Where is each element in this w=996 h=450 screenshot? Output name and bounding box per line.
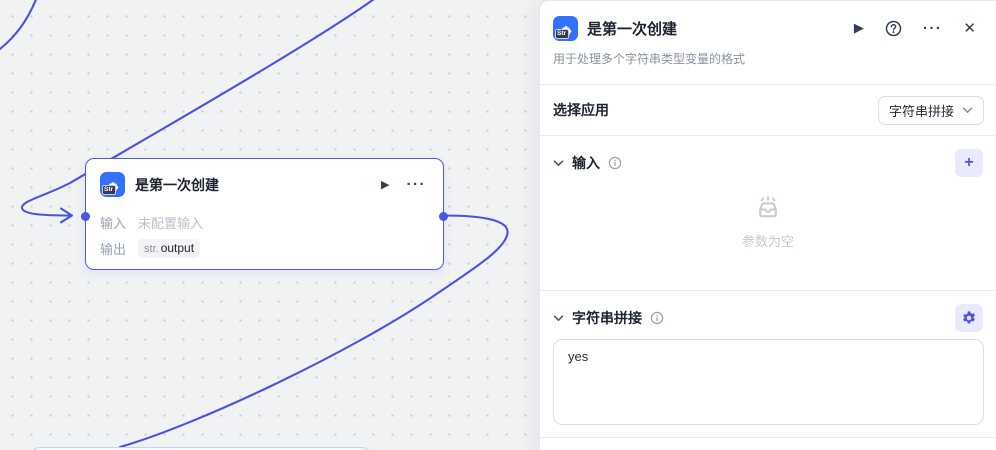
plugin-str-badge: Str — [101, 185, 116, 195]
node-output-row: 输出 str. output — [86, 239, 443, 258]
connection-edges — [0, 0, 509, 449]
concat-value-textarea[interactable]: yes — [553, 339, 984, 425]
plus-icon: + — [964, 154, 974, 171]
gear-icon — [963, 311, 975, 324]
edge-incoming-arrowhead — [59, 207, 74, 224]
panel-subtitle: 用于处理多个字符串类型变量的格式 — [553, 52, 746, 66]
node-input-label: 输入 — [100, 216, 127, 231]
edge-incoming — [20, 0, 375, 217]
node-output-port[interactable] — [439, 212, 448, 221]
close-icon: ✕ — [963, 19, 976, 37]
input-section-title: 输入 — [572, 155, 600, 171]
node-title: 是第一次创建 — [135, 176, 219, 193]
edge-outgoing — [118, 214, 509, 449]
chevron-down-icon — [962, 106, 973, 113]
string-plugin-icon: Str — [553, 16, 578, 41]
ellipsis-icon: ··· — [406, 176, 426, 193]
panel-actions: ▶ ··· ✕ — [854, 20, 976, 37]
input-section-collapse-button[interactable] — [553, 159, 564, 167]
node-output-label: 输出 — [100, 242, 127, 257]
input-section: 输入 + 参数为空 — [540, 136, 996, 291]
string-concat-section: 字符串拼接 yes — [540, 291, 996, 438]
node-header: Str 是第一次创建 ▶ ··· — [86, 159, 443, 206]
app-select-value: 字符串拼接 — [888, 103, 954, 119]
play-icon: ▶ — [853, 21, 864, 36]
add-input-param-button[interactable]: + — [955, 149, 983, 177]
info-icon[interactable] — [608, 156, 622, 170]
output-name: output — [160, 241, 195, 255]
chevron-down-icon — [553, 159, 564, 166]
panel-title: 是第一次创建 — [587, 21, 678, 38]
app-select-row: 选择应用 字符串拼接 — [540, 85, 996, 136]
node-input-port[interactable] — [81, 212, 90, 221]
chevron-down-icon — [553, 314, 564, 321]
panel-more-button[interactable]: ··· — [923, 21, 943, 36]
node-input-value: 未配置输入 — [138, 216, 204, 231]
panel-help-button[interactable] — [885, 20, 902, 37]
panel-header: Str 是第一次创建 ▶ ··· — [540, 1, 996, 85]
output-variable-badge: str. output — [138, 239, 201, 258]
play-icon: ▶ — [381, 178, 390, 191]
node-detail-panel: Str 是第一次创建 ▶ ··· — [539, 0, 996, 450]
concat-settings-button[interactable] — [955, 304, 983, 332]
empty-tray-icon — [759, 196, 777, 218]
concat-section-collapse-button[interactable] — [553, 314, 564, 322]
plugin-str-badge: Str — [554, 29, 569, 39]
node-input-row: 输入 未配置输入 — [86, 213, 443, 232]
node-more-button[interactable]: ··· — [407, 177, 427, 192]
app-select-dropdown[interactable]: 字符串拼接 — [877, 95, 984, 125]
node-card[interactable]: Str 是第一次创建 ▶ ··· 输入 未配置输入 输出 — [81, 158, 448, 270]
edge-top-left — [0, 0, 37, 51]
node-run-button[interactable]: ▶ — [381, 179, 389, 190]
app-select-label: 选择应用 — [553, 102, 609, 118]
output-type: str. — [144, 243, 159, 255]
panel-run-button[interactable]: ▶ — [854, 22, 864, 35]
string-plugin-icon: Str — [100, 172, 125, 197]
input-empty-text: 参数为空 — [741, 234, 794, 249]
info-icon[interactable] — [650, 311, 664, 325]
ellipsis-icon: ··· — [922, 20, 943, 37]
concat-section-title: 字符串拼接 — [572, 310, 642, 326]
help-icon — [885, 20, 902, 37]
panel-close-button[interactable]: ✕ — [963, 21, 976, 36]
node-actions: ▶ ··· — [381, 177, 426, 192]
input-empty-state: 参数为空 — [553, 192, 983, 250]
